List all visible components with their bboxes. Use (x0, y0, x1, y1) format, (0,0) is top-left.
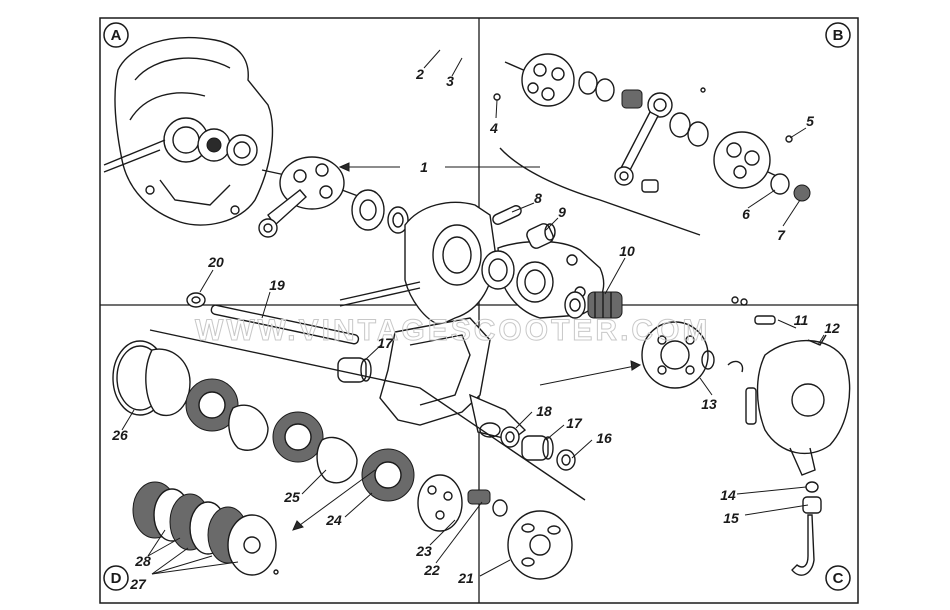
connecting-rod (614, 92, 673, 193)
callout-19: 19 (269, 277, 285, 293)
crank-rings-upper (578, 71, 709, 147)
callout-12: 12 (824, 320, 840, 336)
callout-17-upper: 17 (377, 335, 394, 351)
callout-26: 26 (111, 427, 128, 443)
callout-23: 23 (415, 543, 432, 559)
quadrant-badge-d: D (103, 565, 129, 591)
callout-9: 9 (558, 204, 566, 220)
quadrant-label-b: B (833, 27, 844, 44)
callout-18: 18 (536, 403, 552, 419)
crank-web-right (493, 87, 811, 202)
quadrant-label-d: D (111, 570, 122, 587)
plates-bracket-line (149, 329, 586, 501)
callout-5: 5 (806, 113, 814, 129)
clutch-plates-row (145, 348, 415, 502)
callout-4: 4 (489, 120, 498, 136)
callout-20: 20 (207, 254, 224, 270)
clutch-pressure-plate (417, 474, 508, 532)
quadrant-badge-a: A (103, 22, 129, 48)
clutch-bell (641, 321, 715, 389)
crankshaft-assembly (258, 156, 359, 238)
quadrant-badge-c: C (825, 565, 851, 591)
quadrant-label-a: A (111, 27, 122, 44)
callout-11: 11 (794, 312, 809, 328)
crankcase-left-half (103, 36, 274, 226)
callout-15: 15 (723, 510, 739, 526)
callout-25: 25 (283, 489, 300, 505)
callout-27: 27 (129, 576, 147, 592)
callout-17-lower: 17 (566, 415, 583, 431)
callout-1: 1 (420, 159, 428, 175)
callout-21: 21 (457, 570, 474, 586)
callout-labels: 1 2 3 4 5 6 7 8 9 10 11 12 13 14 15 16 1… (111, 66, 840, 592)
callout-7: 7 (777, 227, 786, 243)
quadrant-badge-b: B (825, 22, 851, 48)
clutch-pack-assembled (132, 481, 279, 576)
watermark-text: WWW.VINTAGESCOOTER.COM (195, 314, 710, 347)
kickstart-lever (791, 481, 822, 576)
callout-22: 22 (423, 562, 440, 578)
callout-3: 3 (446, 73, 454, 89)
callout-2: 2 (415, 66, 424, 82)
long-shaft (186, 292, 360, 345)
assembly-arrows (292, 162, 642, 531)
callout-28: 28 (134, 553, 151, 569)
callout-24: 24 (325, 512, 342, 528)
leader-lines (121, 49, 825, 577)
callout-10: 10 (619, 243, 635, 259)
crank-bracket-line (499, 147, 701, 236)
crank-web-left (504, 53, 575, 107)
callout-13: 13 (701, 396, 717, 412)
clutch-drum (507, 510, 573, 580)
callout-6: 6 (742, 206, 750, 222)
quadrant-label-c: C (833, 570, 844, 587)
callout-8: 8 (534, 190, 542, 206)
callout-14: 14 (720, 487, 736, 503)
roller-bearing-assembly (564, 291, 623, 319)
silent-block-upper (337, 357, 372, 383)
main-bearing (351, 189, 409, 234)
clutch-cover (727, 296, 851, 476)
bush-set-lower (500, 426, 576, 471)
callout-16: 16 (596, 430, 612, 446)
